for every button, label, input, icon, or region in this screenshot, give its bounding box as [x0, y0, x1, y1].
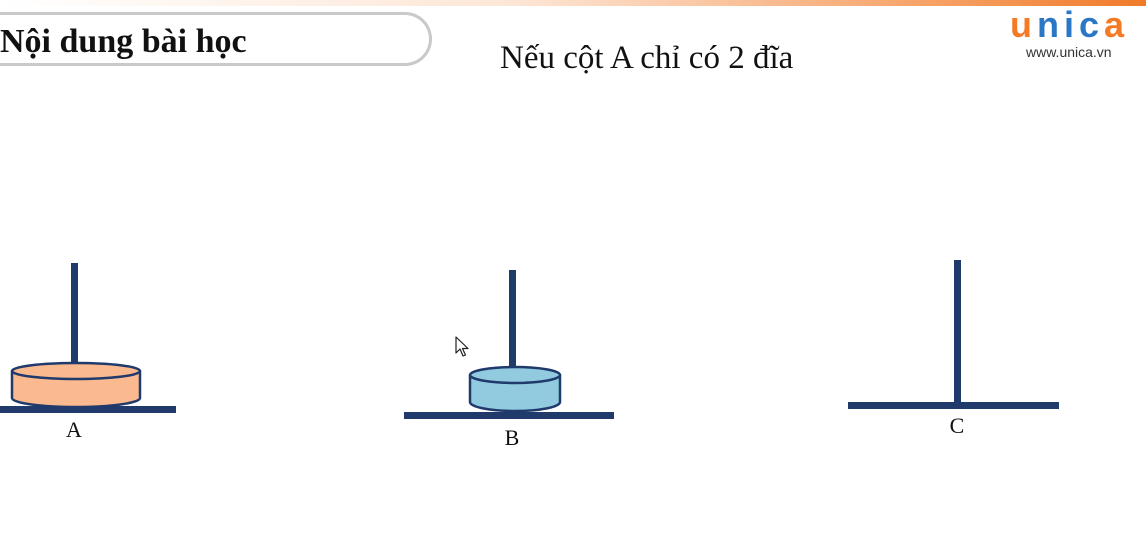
- section-tab: [0, 12, 432, 66]
- logo-letter-a: a: [1104, 4, 1130, 45]
- peg-label-c: C: [949, 413, 965, 438]
- peg-b-rod: [509, 270, 516, 370]
- peg-c-base: [848, 402, 1059, 409]
- peg-a: [0, 263, 176, 413]
- orange-disk[interactable]: [10, 361, 142, 409]
- peg-a-rod: [71, 263, 78, 365]
- mouse-cursor-icon: [455, 336, 469, 357]
- peg-b-base: [404, 412, 614, 419]
- unica-logo[interactable]: unica www.unica.vn: [1010, 4, 1142, 66]
- logo-letters-nic: nic: [1037, 4, 1105, 45]
- peg-c-rod: [954, 260, 961, 406]
- top-accent-bar: [0, 0, 1146, 6]
- peg-label-a: A: [66, 417, 82, 442]
- peg-b: [404, 270, 614, 419]
- peg-a-base: [0, 406, 176, 413]
- slide-heading: Nếu cột A chỉ có 2 đĩa: [500, 40, 794, 76]
- logo-url: www.unica.vn: [1026, 44, 1112, 60]
- blue-disk[interactable]: [468, 365, 562, 413]
- peg-c: [848, 260, 1059, 409]
- section-title: Nội dung bài học: [0, 23, 247, 60]
- logo-wordmark: unica: [1010, 4, 1129, 46]
- logo-letter-u: u: [1010, 4, 1037, 45]
- peg-label-b: B: [504, 425, 520, 450]
